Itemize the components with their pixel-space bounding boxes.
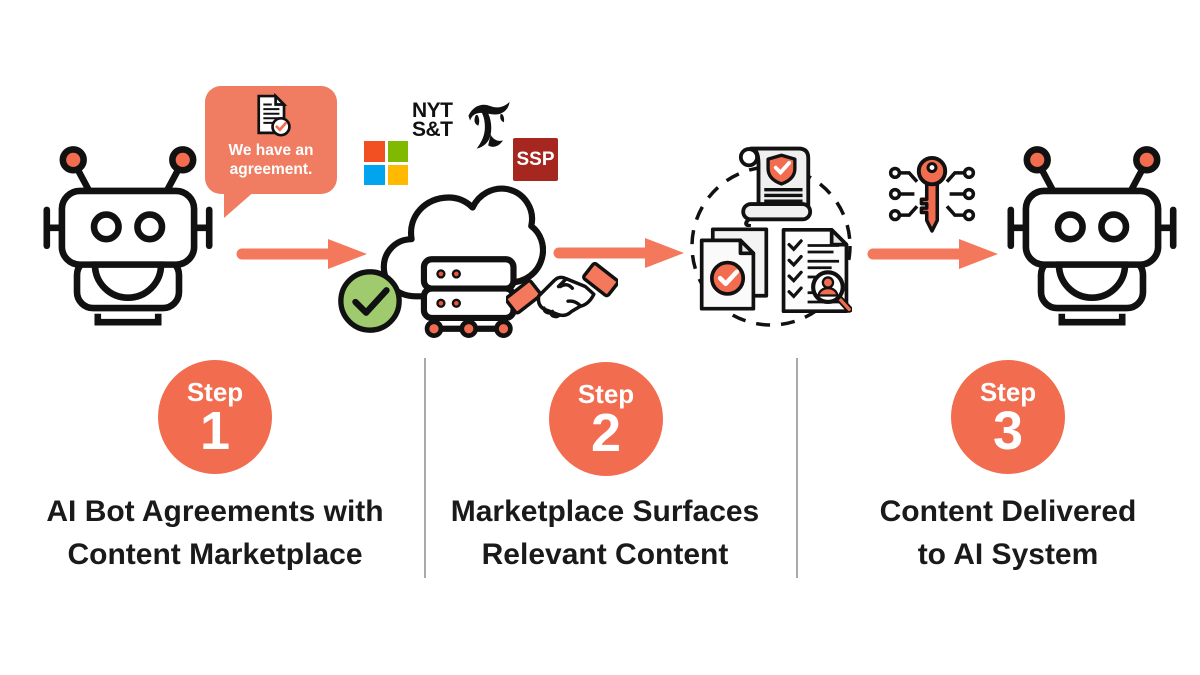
- ssp-logo-text: SSP: [516, 148, 555, 170]
- arrow-icon: [553, 238, 684, 268]
- microsoft-logo-red-square: [364, 141, 385, 162]
- step-2-badge: Step 2: [549, 362, 663, 476]
- section-divider: [424, 358, 426, 578]
- step-3-caption-line1: Content Delivered: [879, 495, 1137, 528]
- step-1-caption-line2: Content Marketplace: [67, 538, 363, 571]
- microsoft-logo-green-square: [387, 141, 408, 162]
- robot-icon: [33, 140, 223, 326]
- step-1-badge: Step 1: [158, 360, 272, 474]
- green-check-icon: [338, 269, 402, 333]
- step-3-badge: Step 3: [951, 360, 1065, 474]
- approved-documents-icon: [699, 227, 769, 311]
- nyt-st-logo: NYT S&T: [412, 99, 453, 141]
- step-3-label: Step: [979, 377, 1037, 407]
- new-york-times-t-logo: [468, 101, 510, 149]
- checklist-review-icon: [781, 227, 852, 314]
- step-1-caption-line1: AI Bot Agreements with: [46, 495, 384, 528]
- step-1-label: Step: [186, 377, 244, 407]
- bubble-text-line2: agreement.: [229, 161, 313, 178]
- handshake-icon: [506, 261, 618, 319]
- step-1-caption: AI Bot Agreements with Content Marketpla…: [5, 490, 425, 576]
- step-1-number: 1: [199, 401, 231, 461]
- section-divider: [796, 358, 798, 578]
- step-3-caption-line2: to AI System: [917, 538, 1099, 571]
- agreement-document-icon: [257, 93, 291, 137]
- robot-icon: [997, 140, 1187, 326]
- step-2-caption-line1: Marketplace Surfaces: [450, 495, 760, 528]
- arrow-icon: [236, 239, 367, 269]
- step-2-label: Step: [577, 379, 635, 409]
- digital-key-icon: [888, 155, 976, 233]
- microsoft-logo: [364, 141, 408, 185]
- dashed-circle: [690, 165, 852, 327]
- arrow-icon: [867, 239, 998, 269]
- cloud-server-icon: [380, 185, 546, 338]
- license-scroll-icon: [738, 146, 813, 227]
- microsoft-logo-yellow-square: [387, 164, 408, 185]
- step-3-caption: Content Delivered to AI System: [798, 490, 1200, 576]
- ssp-logo: SSP: [513, 138, 558, 181]
- bubble-text-line1: We have an: [228, 142, 314, 159]
- step-2-number: 2: [590, 403, 622, 463]
- nyt-st-logo-line1: NYT: [412, 99, 453, 122]
- step-2-caption-line2: Relevant Content: [481, 538, 729, 571]
- microsoft-logo-blue-square: [364, 164, 385, 185]
- step-3-number: 3: [992, 401, 1024, 461]
- nyt-st-logo-line2: S&T: [412, 118, 453, 141]
- step-2-caption: Marketplace Surfaces Relevant Content: [395, 490, 815, 576]
- speech-bubble: We have an agreement.: [205, 86, 337, 194]
- speech-bubble-tail: [224, 190, 256, 218]
